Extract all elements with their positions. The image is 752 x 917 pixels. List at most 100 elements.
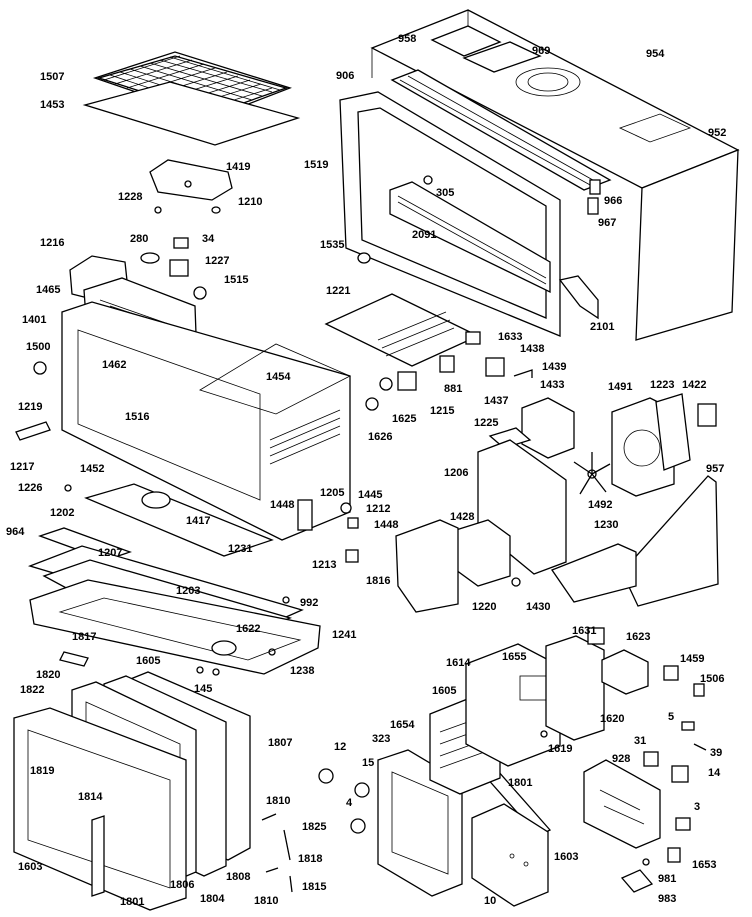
part-label-1819: 1819 [30, 765, 54, 777]
part-label-2101: 2101 [590, 321, 614, 333]
part-label-1465: 1465 [36, 284, 60, 296]
part-label-1491: 1491 [608, 381, 632, 393]
part-label-1216: 1216 [40, 237, 64, 249]
stirrer-1417 [141, 491, 171, 509]
part-label-1419: 1419 [226, 161, 250, 173]
part-label-1205: 1205 [320, 487, 344, 499]
fan-motor-1422 [697, 403, 717, 427]
power-board-928 [583, 759, 661, 849]
part-label-1212: 1212 [366, 503, 390, 515]
part-label-145: 145 [194, 683, 212, 695]
part-label-1221: 1221 [326, 285, 350, 297]
part-label-1804: 1804 [200, 893, 225, 905]
part-label-964: 964 [6, 526, 25, 538]
part-31 [643, 751, 659, 767]
part-label-1223: 1223 [650, 379, 674, 391]
door-handle-1801 [91, 815, 105, 897]
part-label-1228a: 1228 [118, 191, 142, 203]
part-label-280: 280 [130, 233, 148, 245]
part-label-1655: 1655 [502, 651, 526, 663]
screw-992 [282, 596, 290, 604]
part-label-2091: 2091 [412, 229, 436, 241]
bulb-1515 [193, 286, 207, 300]
part-label-1814: 1814 [78, 791, 103, 803]
part-label-1448a: 1448 [270, 499, 294, 511]
part-label-954: 954 [646, 48, 665, 60]
part-label-958: 958 [398, 33, 416, 45]
fan-blade-1492 [573, 452, 611, 495]
switch-34 [173, 237, 189, 249]
fastener-966 [589, 179, 601, 195]
part-1653 [667, 847, 681, 863]
part-label-1807: 1807 [268, 737, 292, 749]
oven-tray [82, 81, 301, 146]
part-label-1631: 1631 [572, 625, 596, 637]
part-1819 [540, 730, 548, 738]
part-label-1206: 1206 [444, 467, 468, 479]
part-label-1822: 1822 [20, 684, 44, 696]
part-label-1818: 1818 [298, 853, 322, 865]
part-label-323: 323 [372, 733, 390, 745]
part-label-1506: 1506 [700, 673, 724, 685]
part-label-4: 4 [346, 797, 353, 809]
clip-1816 [345, 549, 359, 563]
part-label-1226: 1226 [18, 482, 42, 494]
part-label-1625: 1625 [392, 413, 416, 425]
vent-plate-969 [462, 41, 542, 73]
part-label-1810b: 1810 [254, 895, 278, 907]
part-label-928: 928 [612, 753, 630, 765]
part-label-1448b: 1448 [374, 519, 398, 531]
part-label-966: 966 [604, 195, 622, 207]
part-label-1215: 1215 [430, 405, 454, 417]
part-label-34: 34 [202, 233, 215, 245]
bracket-1219 [15, 421, 51, 441]
foot-1535 [357, 252, 371, 264]
part-label-1626: 1626 [368, 431, 392, 443]
relay-1631 [587, 627, 605, 645]
part-label-1654: 1654 [390, 719, 415, 731]
part-label-1820a: 1820 [36, 669, 60, 681]
capacitor-1215 [397, 371, 417, 391]
part-label-1816: 1816 [366, 575, 390, 587]
part-label-1227: 1227 [205, 255, 229, 267]
part-label-1422: 1422 [682, 379, 706, 391]
transformer-1623 [601, 649, 649, 695]
clip-1212 [340, 502, 352, 514]
part-label-1213: 1213 [312, 559, 336, 571]
part-label-981: 981 [658, 873, 676, 885]
part-label-1535: 1535 [320, 239, 344, 251]
magnetron-1428 [455, 519, 511, 587]
switch-1227 [169, 259, 189, 277]
part-label-14: 14 [708, 767, 721, 779]
screw-1430 [511, 577, 521, 587]
vent-grille-958 [430, 25, 502, 57]
relay-1459 [663, 665, 679, 681]
part-39 [693, 743, 707, 751]
part-label-31: 31 [634, 735, 646, 747]
part-label-12: 12 [334, 741, 346, 753]
shield-1221 [324, 293, 480, 367]
control-board-1614 [465, 643, 561, 767]
part-label-1430: 1430 [526, 601, 550, 613]
latch-parts-1810 [261, 813, 279, 873]
wave-guide-1202 [84, 483, 274, 557]
knob-15 [354, 782, 370, 798]
part-label-957: 957 [706, 463, 724, 475]
diode-1625 [379, 377, 393, 391]
knob-4 [350, 818, 366, 834]
part-3 [675, 817, 691, 831]
part-label-1401: 1401 [22, 314, 46, 326]
fastener-967 [587, 197, 599, 215]
part-label-1225: 1225 [474, 417, 498, 429]
part-label-1817: 1817 [72, 631, 96, 643]
part-label-1492: 1492 [588, 499, 612, 511]
fuse-1626 [365, 397, 379, 411]
part-label-1519: 1519 [304, 159, 328, 171]
screw-1238 [268, 648, 276, 656]
bracket-1620 [545, 635, 605, 741]
part-label-1614: 1614 [446, 657, 471, 669]
part-label-1437: 1437 [484, 395, 508, 407]
duct-957 [621, 475, 719, 607]
relay-1438 [485, 357, 505, 377]
